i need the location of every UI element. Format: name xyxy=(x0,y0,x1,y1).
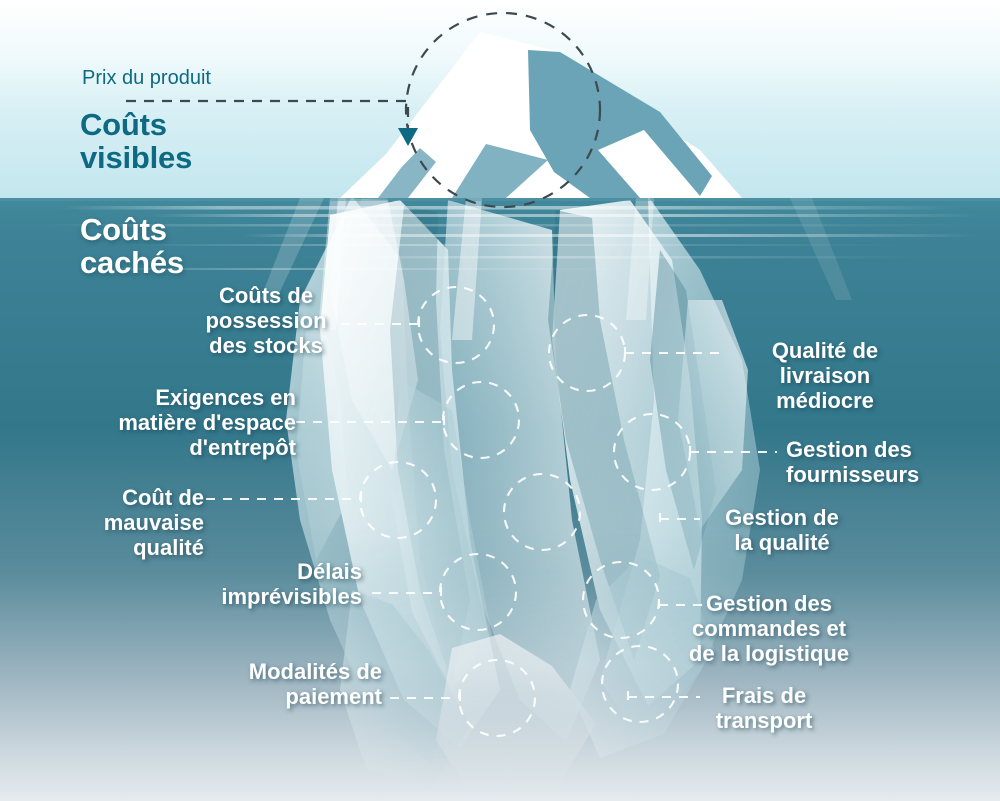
berg-spike-left xyxy=(318,198,346,330)
berg-facet-left-pale xyxy=(296,330,348,560)
callout-label-gestion-commandes-logistique: Gestion des commandes et de la logistiqu… xyxy=(688,591,850,667)
callout-label-cout-mauvaise-qualite: Coût de mauvaise qualité xyxy=(103,485,204,561)
callout-label-qualite-livraison-mediocre: Qualité de livraison médiocre xyxy=(771,338,879,414)
highlight-circle-1 xyxy=(416,285,496,365)
highlight-circle-4 xyxy=(612,412,692,492)
berg-facet-bright-upper-left xyxy=(330,198,418,470)
highlight-circle-9 xyxy=(457,658,537,738)
price-label: Prix du produit xyxy=(82,67,211,89)
highlight-circle-7 xyxy=(438,552,518,632)
berg-tip-left-foot xyxy=(340,154,404,198)
berg-facet-lower-center xyxy=(436,634,596,796)
callout-label-gestion-fournisseurs: Gestion des fournisseurs xyxy=(786,437,920,488)
hidden-costs-heading: Coûts cachés xyxy=(80,212,184,281)
berg-spike-right xyxy=(626,198,654,320)
visible-costs-heading: Coûts visibles xyxy=(80,107,193,176)
callout-label-delais-imprevisibles: Délais imprévisibles xyxy=(221,559,362,610)
berg-facet-right-pale xyxy=(678,300,748,530)
leader-arrow-price xyxy=(398,128,418,146)
berg-facet-bright-mid xyxy=(392,380,492,690)
highlight-circle-5 xyxy=(358,460,438,540)
highlight-circle-2 xyxy=(547,313,627,393)
callout-label-couts-possession-stocks: Coûts de possession des stocks xyxy=(205,283,327,359)
callout-label-exigences-espace-entrepot: Exigences en matière d'espace d'entrepôt xyxy=(118,385,296,461)
highlight-circle-10 xyxy=(600,644,680,724)
callout-label-gestion-qualite: Gestion de la qualité xyxy=(725,505,839,556)
water-surface-streaks xyxy=(0,198,1000,320)
callout-label-frais-transport: Frais de transport xyxy=(715,683,813,734)
berg-facet-center-column xyxy=(440,200,600,742)
highlight-circle-tip xyxy=(404,11,602,209)
berg-tip-shadow-left xyxy=(372,148,436,198)
highlight-circle-8 xyxy=(581,560,661,640)
highlight-circle-6 xyxy=(502,472,582,552)
callout-label-modalites-paiement: Modalités de paiement xyxy=(248,659,382,710)
berg-facet-lower-right xyxy=(570,556,714,758)
highlight-circle-3 xyxy=(441,380,521,460)
berg-tip-shadow-main xyxy=(528,50,712,198)
leader-line-price xyxy=(126,99,410,128)
iceberg-underwater xyxy=(286,196,760,796)
iceberg-above-water xyxy=(340,32,742,198)
berg-facet-dark-center xyxy=(548,210,660,660)
berg-tip-shadow-lower xyxy=(452,144,548,198)
